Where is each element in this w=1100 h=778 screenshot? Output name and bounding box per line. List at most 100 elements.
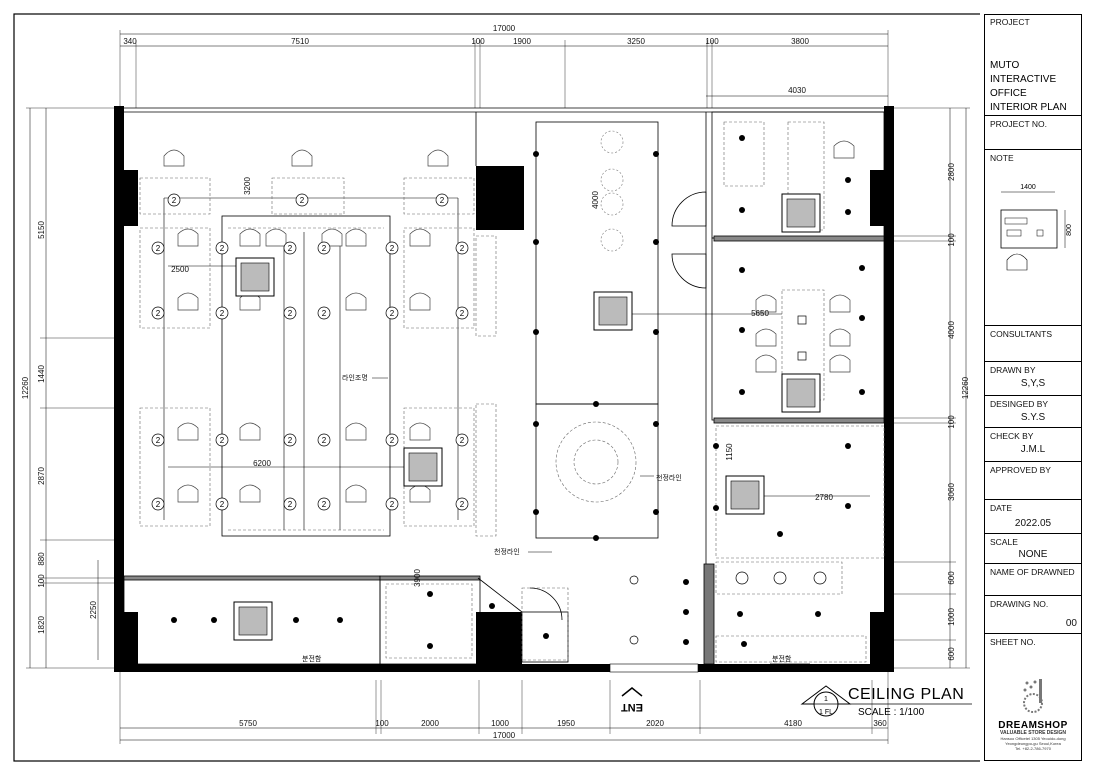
- downlight-tag-number: 2: [460, 309, 465, 318]
- project-no-cell: PROJECT NO.: [985, 115, 1081, 150]
- downlight-tag-number: 2: [390, 436, 395, 445]
- dim-left-5: 100: [37, 574, 46, 588]
- dim-top-6: 100: [705, 37, 719, 46]
- dim-inner-6: 1150: [725, 443, 734, 461]
- dim-right-3: 4000: [947, 321, 956, 339]
- dim-left-2: 1440: [37, 365, 46, 383]
- dim-bottom-3: 2000: [421, 719, 439, 728]
- downlight-tag-number: 2: [156, 309, 161, 318]
- sheet-border: [13, 13, 980, 762]
- downlight-tag-number: 2: [288, 309, 293, 318]
- downlight-tag-number: 2: [220, 244, 225, 253]
- panel-label-1: 분전함: [302, 654, 322, 663]
- downlight-tag: [385, 241, 399, 255]
- downlight-tag-number: 2: [288, 500, 293, 509]
- downlight-tag-number: 2: [156, 244, 161, 253]
- downlight-tag: [283, 497, 297, 511]
- downlight-tag-number: 2: [390, 309, 395, 318]
- dim-left-total: 12260: [21, 376, 30, 399]
- dim-inner-2: 2500: [171, 265, 189, 274]
- downlight-tag: [151, 433, 165, 447]
- plan-title: CEILING PLAN: [848, 686, 965, 703]
- downlight-tag: [317, 306, 331, 320]
- ceiling-line-label-2: 천정라인: [656, 473, 682, 482]
- downlight-tag-number: 2: [322, 436, 327, 445]
- dim-bottom-1: 5750: [239, 719, 257, 728]
- panel-label-2: 분전함: [772, 654, 792, 663]
- downlight-tag: [317, 497, 331, 511]
- downlight-tag: [435, 193, 449, 207]
- dim-top-total: 17000: [493, 24, 516, 33]
- dim-right-4: 100: [947, 415, 956, 429]
- dim-bottom-6: 2020: [646, 719, 664, 728]
- dim-bottom-7: 4180: [784, 719, 802, 728]
- downlight-tag-number: 2: [288, 244, 293, 253]
- dim-right-total: 12260: [961, 376, 970, 399]
- entrance-door: [609, 663, 699, 673]
- title-block: PROJECT MUTO INTERACTIVE OFFICE INTERIOR…: [984, 14, 1082, 761]
- downlights: [171, 135, 865, 649]
- downlight-tag-number: 2: [220, 500, 225, 509]
- interior-lines: [123, 107, 885, 665]
- svg-text:1 FL: 1 FL: [819, 709, 833, 716]
- downlight-tag: [215, 241, 229, 255]
- dim-right-1: 2800: [947, 163, 956, 181]
- downlight-tag-number: 2: [440, 196, 445, 205]
- panel-boxes: [299, 663, 810, 671]
- downlight-tag: [455, 497, 469, 511]
- drawn-by-cell: DRAWN BY S,Y,S: [985, 361, 1081, 396]
- svg-text:1: 1: [824, 696, 828, 703]
- dreamshop-logo-icon: [1023, 679, 1043, 713]
- consultants-cell: CONSULTANTS: [985, 325, 1081, 362]
- downlight-tag: [151, 306, 165, 320]
- dim-top-3: 100: [471, 37, 485, 46]
- downlight-tag: [215, 306, 229, 320]
- ceiling-line-label-1: 천정라인: [494, 547, 520, 556]
- downlight-tag-number: 2: [322, 500, 327, 509]
- downlight-tag-number: 2: [156, 436, 161, 445]
- dim-right-2: 100: [947, 233, 956, 247]
- circle-lights: [600, 130, 624, 252]
- drawing-no-cell: DRAWING NO. 00: [985, 595, 1081, 634]
- dim-right-8: 600: [947, 647, 956, 661]
- downlight-tag-number: 2: [390, 244, 395, 253]
- dim-bottom-5: 1950: [557, 719, 575, 728]
- dim-top-7: 3800: [791, 37, 809, 46]
- dim-inner-8: 3900: [413, 569, 422, 587]
- downlight-tag-number: 2: [172, 196, 177, 205]
- downlight-tag-number: 2: [220, 436, 225, 445]
- downlight-tag-number: 2: [460, 500, 465, 509]
- dim-left-7: 2250: [89, 601, 98, 619]
- project-cell: PROJECT: [990, 17, 1030, 27]
- dim-top-8: 4030: [788, 86, 806, 95]
- downlight-tag: [317, 241, 331, 255]
- designed-by-cell: DESINGED BY S.Y.S: [985, 395, 1081, 428]
- check-by-cell: CHECK BY J.M.L: [985, 427, 1081, 462]
- dim-left-6: 1820: [37, 616, 46, 634]
- svg-text:1400: 1400: [1020, 184, 1036, 191]
- chairs: [163, 140, 855, 503]
- svg-text:800: 800: [1066, 224, 1073, 236]
- downlight-tag: [151, 241, 165, 255]
- sheet-no-cell: SHEET NO.: [985, 633, 1081, 674]
- downlight-tag: [167, 193, 181, 207]
- dim-inner-1: 3200: [243, 177, 252, 195]
- dim-inner-7: 2780: [815, 493, 833, 502]
- downlight-tag: [455, 306, 469, 320]
- dim-top-1: 340: [123, 37, 137, 46]
- name-of-drawned-cell: NAME OF DRAWNED: [985, 563, 1081, 596]
- downlight-tag-number: 2: [300, 196, 305, 205]
- walls: [114, 106, 894, 672]
- downlight-tag: [455, 241, 469, 255]
- downlight-tag-number: 2: [322, 309, 327, 318]
- dim-inner-4: 4000: [591, 191, 600, 209]
- dim-bottom-2: 100: [375, 719, 389, 728]
- downlight-tag: [317, 433, 331, 447]
- pendant-lights: [629, 315, 827, 645]
- downlight-tag: [215, 497, 229, 511]
- downlight-tag: [385, 433, 399, 447]
- downlight-tag-number: 2: [390, 500, 395, 509]
- downlight-tag-number: 2: [220, 309, 225, 318]
- note-cell: NOTE 1400 800: [985, 149, 1081, 326]
- dim-right-5: 3060: [947, 483, 956, 501]
